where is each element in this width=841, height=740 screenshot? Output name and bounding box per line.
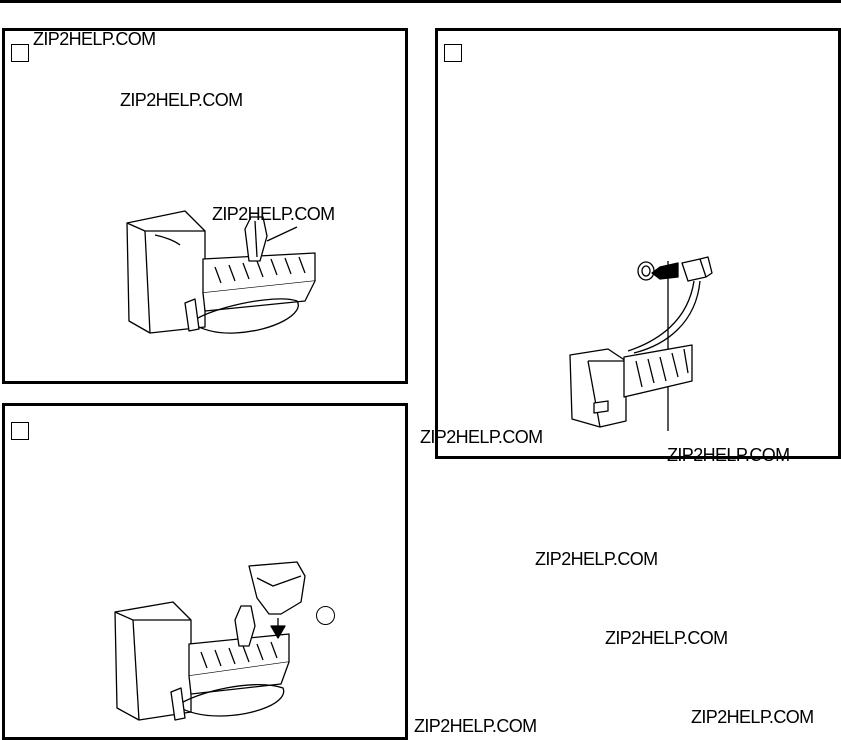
callout-circle — [316, 606, 335, 625]
ice-maker-illustration — [126, 210, 316, 334]
watermark-text: ZIP2HELP.COM — [212, 204, 335, 224]
figure-panel-b — [435, 28, 841, 459]
watermark-text: ZIP2HELP.COM — [120, 90, 243, 110]
watermark-text: ZIP2HELP.COM — [667, 445, 790, 465]
step-number-box — [444, 44, 462, 62]
watermark-text: ZIP2HELP.COM — [535, 549, 658, 569]
watermark-text: ZIP2HELP.COM — [691, 707, 814, 727]
figure-panel-a — [2, 28, 408, 384]
watermark-text: ZIP2HELP.COM — [33, 29, 156, 49]
watermark-text: ZIP2HELP.COM — [605, 628, 728, 648]
figure-panel-c — [2, 403, 408, 740]
wiring-connection-illustration — [569, 256, 713, 431]
step-number-box — [11, 422, 29, 440]
watermark-text: ZIP2HELP.COM — [420, 427, 543, 447]
watermark-text: ZIP2HELP.COM — [414, 716, 537, 736]
top-rule — [0, 0, 841, 3]
step-number-box — [11, 44, 29, 62]
cover-installation-illustration — [114, 561, 306, 721]
